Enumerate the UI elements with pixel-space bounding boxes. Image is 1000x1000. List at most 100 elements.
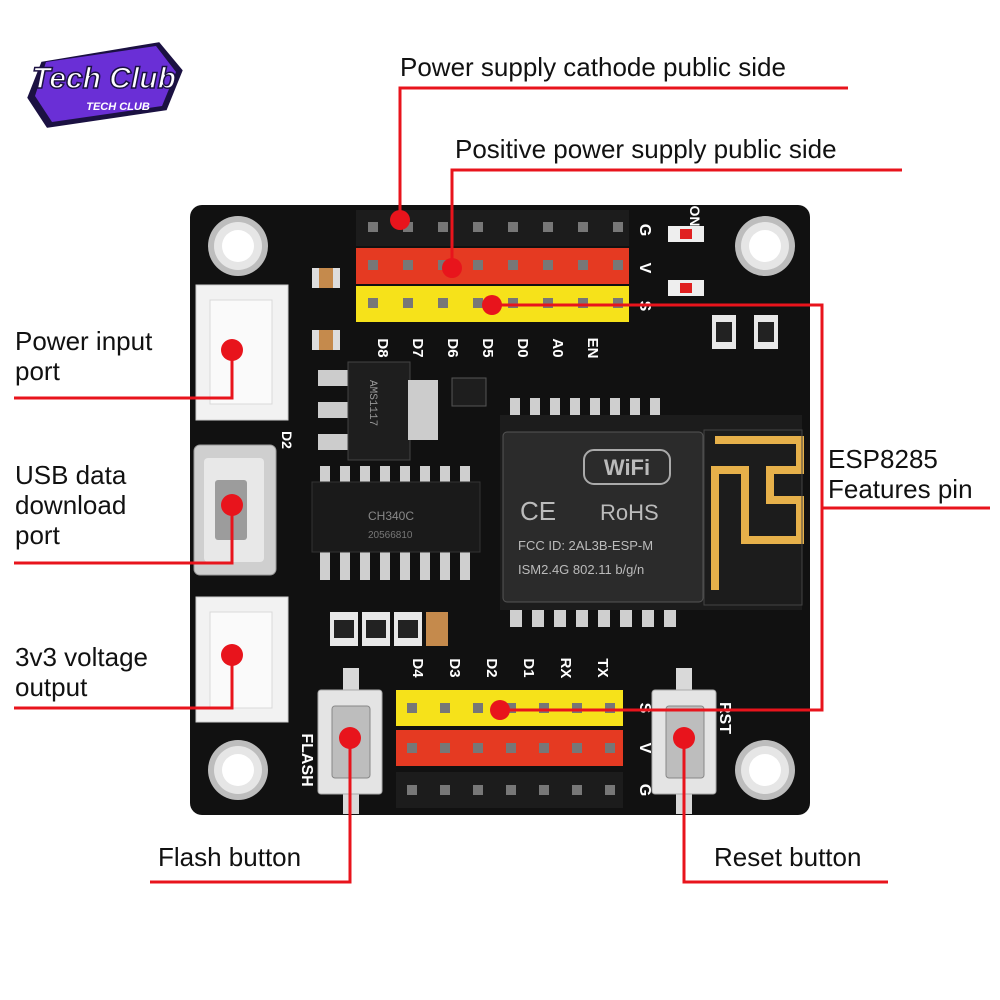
- header-pin: [613, 298, 623, 308]
- chip-pin: [340, 550, 350, 580]
- chip-pin: [340, 466, 350, 484]
- ldo-marking: AMS1117: [366, 380, 378, 426]
- brand-logo: Tech Club TECH CLUB: [22, 37, 188, 133]
- header-pin: [473, 298, 483, 308]
- wifi-badge: [583, 449, 671, 485]
- module-pin: [598, 605, 610, 627]
- header-pin: [473, 703, 483, 713]
- logo-sub-text: TECH CLUB: [86, 101, 150, 113]
- header-pin: [605, 743, 615, 753]
- callout-line-positive: [450, 168, 902, 268]
- pin-label-d8: D8: [374, 338, 391, 357]
- mounting-hole-top-right: [735, 216, 795, 276]
- header-pin: [403, 222, 413, 232]
- mounting-hole-bottom-left: [208, 740, 268, 800]
- callout-dot-3v3: [221, 644, 243, 666]
- chip-pin: [400, 466, 410, 484]
- voltage-regulator: AMS1117: [318, 361, 438, 461]
- pin-label-d3: D3: [446, 658, 463, 677]
- callout-reset: Reset button: [714, 842, 862, 872]
- pin-label-d2: D2: [483, 658, 500, 677]
- chip-pin: [380, 550, 390, 580]
- module-pin: [642, 605, 654, 627]
- callout-dots: [221, 210, 695, 749]
- ce-mark: CE: [520, 496, 556, 526]
- logo-main-text: Tech Club: [32, 62, 176, 95]
- header-pin: [508, 260, 518, 270]
- header-pin: [613, 260, 623, 270]
- header-pin: [407, 703, 417, 713]
- header-pin: [407, 785, 417, 795]
- ch340-code: 20566810: [368, 530, 413, 541]
- callout-dot-reset: [673, 727, 695, 749]
- rst-label: RST: [716, 702, 733, 734]
- flash-label: FLASH: [298, 733, 315, 786]
- bottom-pin-headers: [396, 690, 623, 808]
- callout-usb: USB data download port: [15, 460, 127, 550]
- pin-label-d7: D7: [409, 338, 426, 357]
- header-pin: [440, 703, 450, 713]
- module-pin: [610, 398, 620, 420]
- header-pin: [539, 703, 549, 713]
- pin-label-d0: D0: [514, 338, 531, 357]
- module-pin: [664, 605, 676, 627]
- chip-pin: [440, 466, 450, 484]
- bottom-pin-labels: D4 D3 D2 D1 RX TX: [409, 658, 611, 679]
- header-pin: [473, 260, 483, 270]
- header-pin: [543, 298, 553, 308]
- header-pin: [508, 222, 518, 232]
- module-pin: [530, 398, 540, 420]
- chip-pin: [380, 466, 390, 484]
- header-pin: [539, 785, 549, 795]
- chip-pin: [440, 550, 450, 580]
- pin-label-d6: D6: [444, 338, 461, 357]
- chip-pin: [360, 466, 370, 484]
- header-pin: [506, 785, 516, 795]
- header-pin: [368, 298, 378, 308]
- header-pin: [539, 743, 549, 753]
- callout-dot-flash: [339, 727, 361, 749]
- chip-pin: [360, 550, 370, 580]
- chip-pin: [420, 466, 430, 484]
- header-pin: [578, 298, 588, 308]
- chip-pin: [460, 550, 470, 580]
- header-pin: [473, 785, 483, 795]
- callout-lines: [14, 86, 990, 884]
- header-row-power: [356, 248, 629, 284]
- header-pin: [506, 743, 516, 753]
- header-pin: [578, 222, 588, 232]
- callout-line-reset: [682, 738, 888, 884]
- pin-label-d4: D4: [409, 658, 426, 678]
- pin-label-rx: RX: [557, 658, 574, 679]
- chip-pin: [320, 466, 330, 484]
- header-pin: [543, 260, 553, 270]
- callout-line-usb: [14, 505, 234, 565]
- top-pin-labels: D8 D7 D6 D5 D0 A0 EN: [374, 338, 601, 359]
- esp8285-module: WiFi CE RoHS FCC ID: 2AL3B-ESP-M ISM2.4G…: [500, 398, 804, 627]
- smd-components: [330, 612, 448, 646]
- header-pin: [438, 222, 448, 232]
- header-pin: [368, 222, 378, 232]
- header-pin: [438, 298, 448, 308]
- row-label-g-bottom: G: [636, 784, 653, 796]
- row-label-g-top: G: [636, 224, 653, 236]
- fcc-id: FCC ID: 2AL3B-ESP-M: [518, 538, 653, 553]
- header-pin: [572, 743, 582, 753]
- callout-esp: ESP8285 Features pin: [828, 444, 973, 504]
- ch340-marking: CH340C: [368, 509, 414, 523]
- chip-pin: [420, 550, 430, 580]
- callout-dot-esp-top: [482, 295, 502, 315]
- bottom-row-labels: S V G: [636, 703, 653, 797]
- header-pin: [440, 785, 450, 795]
- callout-positive: Positive power supply public side: [455, 134, 837, 164]
- pin-label-a0: A0: [549, 338, 566, 357]
- header-pin: [572, 703, 582, 713]
- pin-label-en: EN: [584, 338, 601, 359]
- header-pin: [473, 743, 483, 753]
- header-pin: [506, 703, 516, 713]
- wifi-logo-text: WiFi: [604, 455, 650, 480]
- chip-pin: [400, 550, 410, 580]
- module-pin: [576, 605, 588, 627]
- module-pin: [554, 605, 566, 627]
- callout-dot-positive: [442, 258, 462, 278]
